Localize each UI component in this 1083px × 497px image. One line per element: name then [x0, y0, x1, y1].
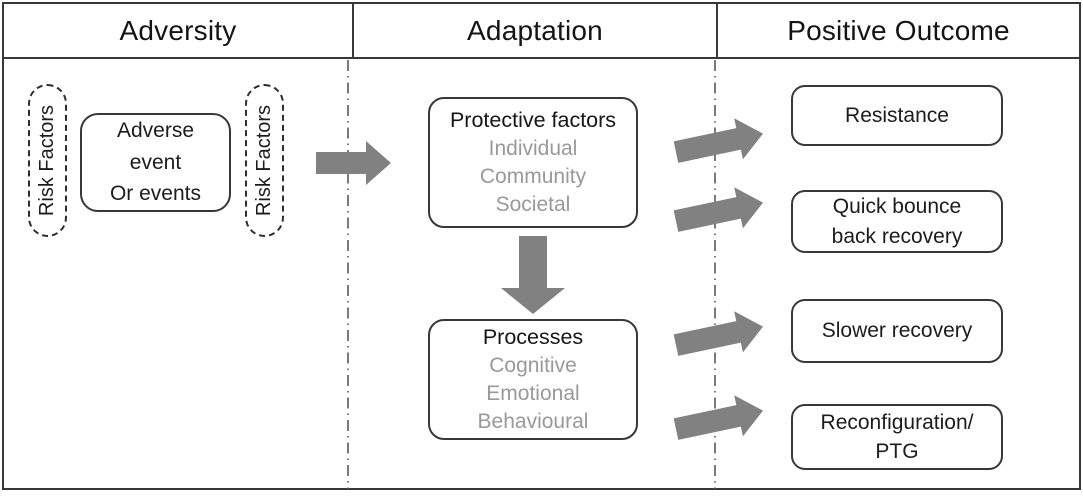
outcome-reconfiguration-ptg-box: Reconfiguration/ PTG [791, 404, 1003, 470]
header-row: Adversity Adaptation Positive Outcome [2, 2, 1081, 59]
risk-factors-label-right: Risk Factors [253, 104, 275, 217]
processes-box: Processes Cognitive Emotional Behavioura… [428, 319, 638, 440]
outcome-slower-recovery-box: Slower recovery [791, 299, 1003, 363]
arrow-protective-to-processes-icon [501, 236, 565, 314]
adverse-event-box: Adverse event Or events [80, 113, 231, 212]
arrow-protective-to-quick-bounce-icon [673, 187, 764, 232]
header-positive-outcome: Positive Outcome [716, 4, 1079, 57]
outcome-quick-bounce-box: Quick bounce back recovery [791, 190, 1003, 253]
arrow-processes-to-slower-recovery-icon [673, 311, 764, 356]
risk-factors-label-left: Risk Factors [36, 104, 58, 217]
arrow-adversity-to-adaptation-icon [316, 141, 391, 185]
processes-title: Processes [482, 325, 584, 350]
risk-factors-pill-right: Risk Factors [245, 84, 284, 237]
outcome-resistance-box: Resistance [791, 85, 1003, 146]
risk-factors-pill-left: Risk Factors [28, 84, 67, 237]
arrow-protective-to-resistance-icon [673, 118, 764, 163]
header-adversity: Adversity [119, 14, 237, 46]
header-adaptation: Adaptation [352, 4, 716, 57]
protective-factors-levels: Individual Community Societal [479, 136, 587, 216]
protective-factors-title: Protective factors [449, 108, 617, 133]
protective-factors-box: Protective factors Individual Community … [428, 97, 638, 228]
processes-types: Cognitive Emotional Behavioural [477, 353, 589, 433]
arrow-processes-to-reconfiguration-icon [673, 395, 764, 440]
